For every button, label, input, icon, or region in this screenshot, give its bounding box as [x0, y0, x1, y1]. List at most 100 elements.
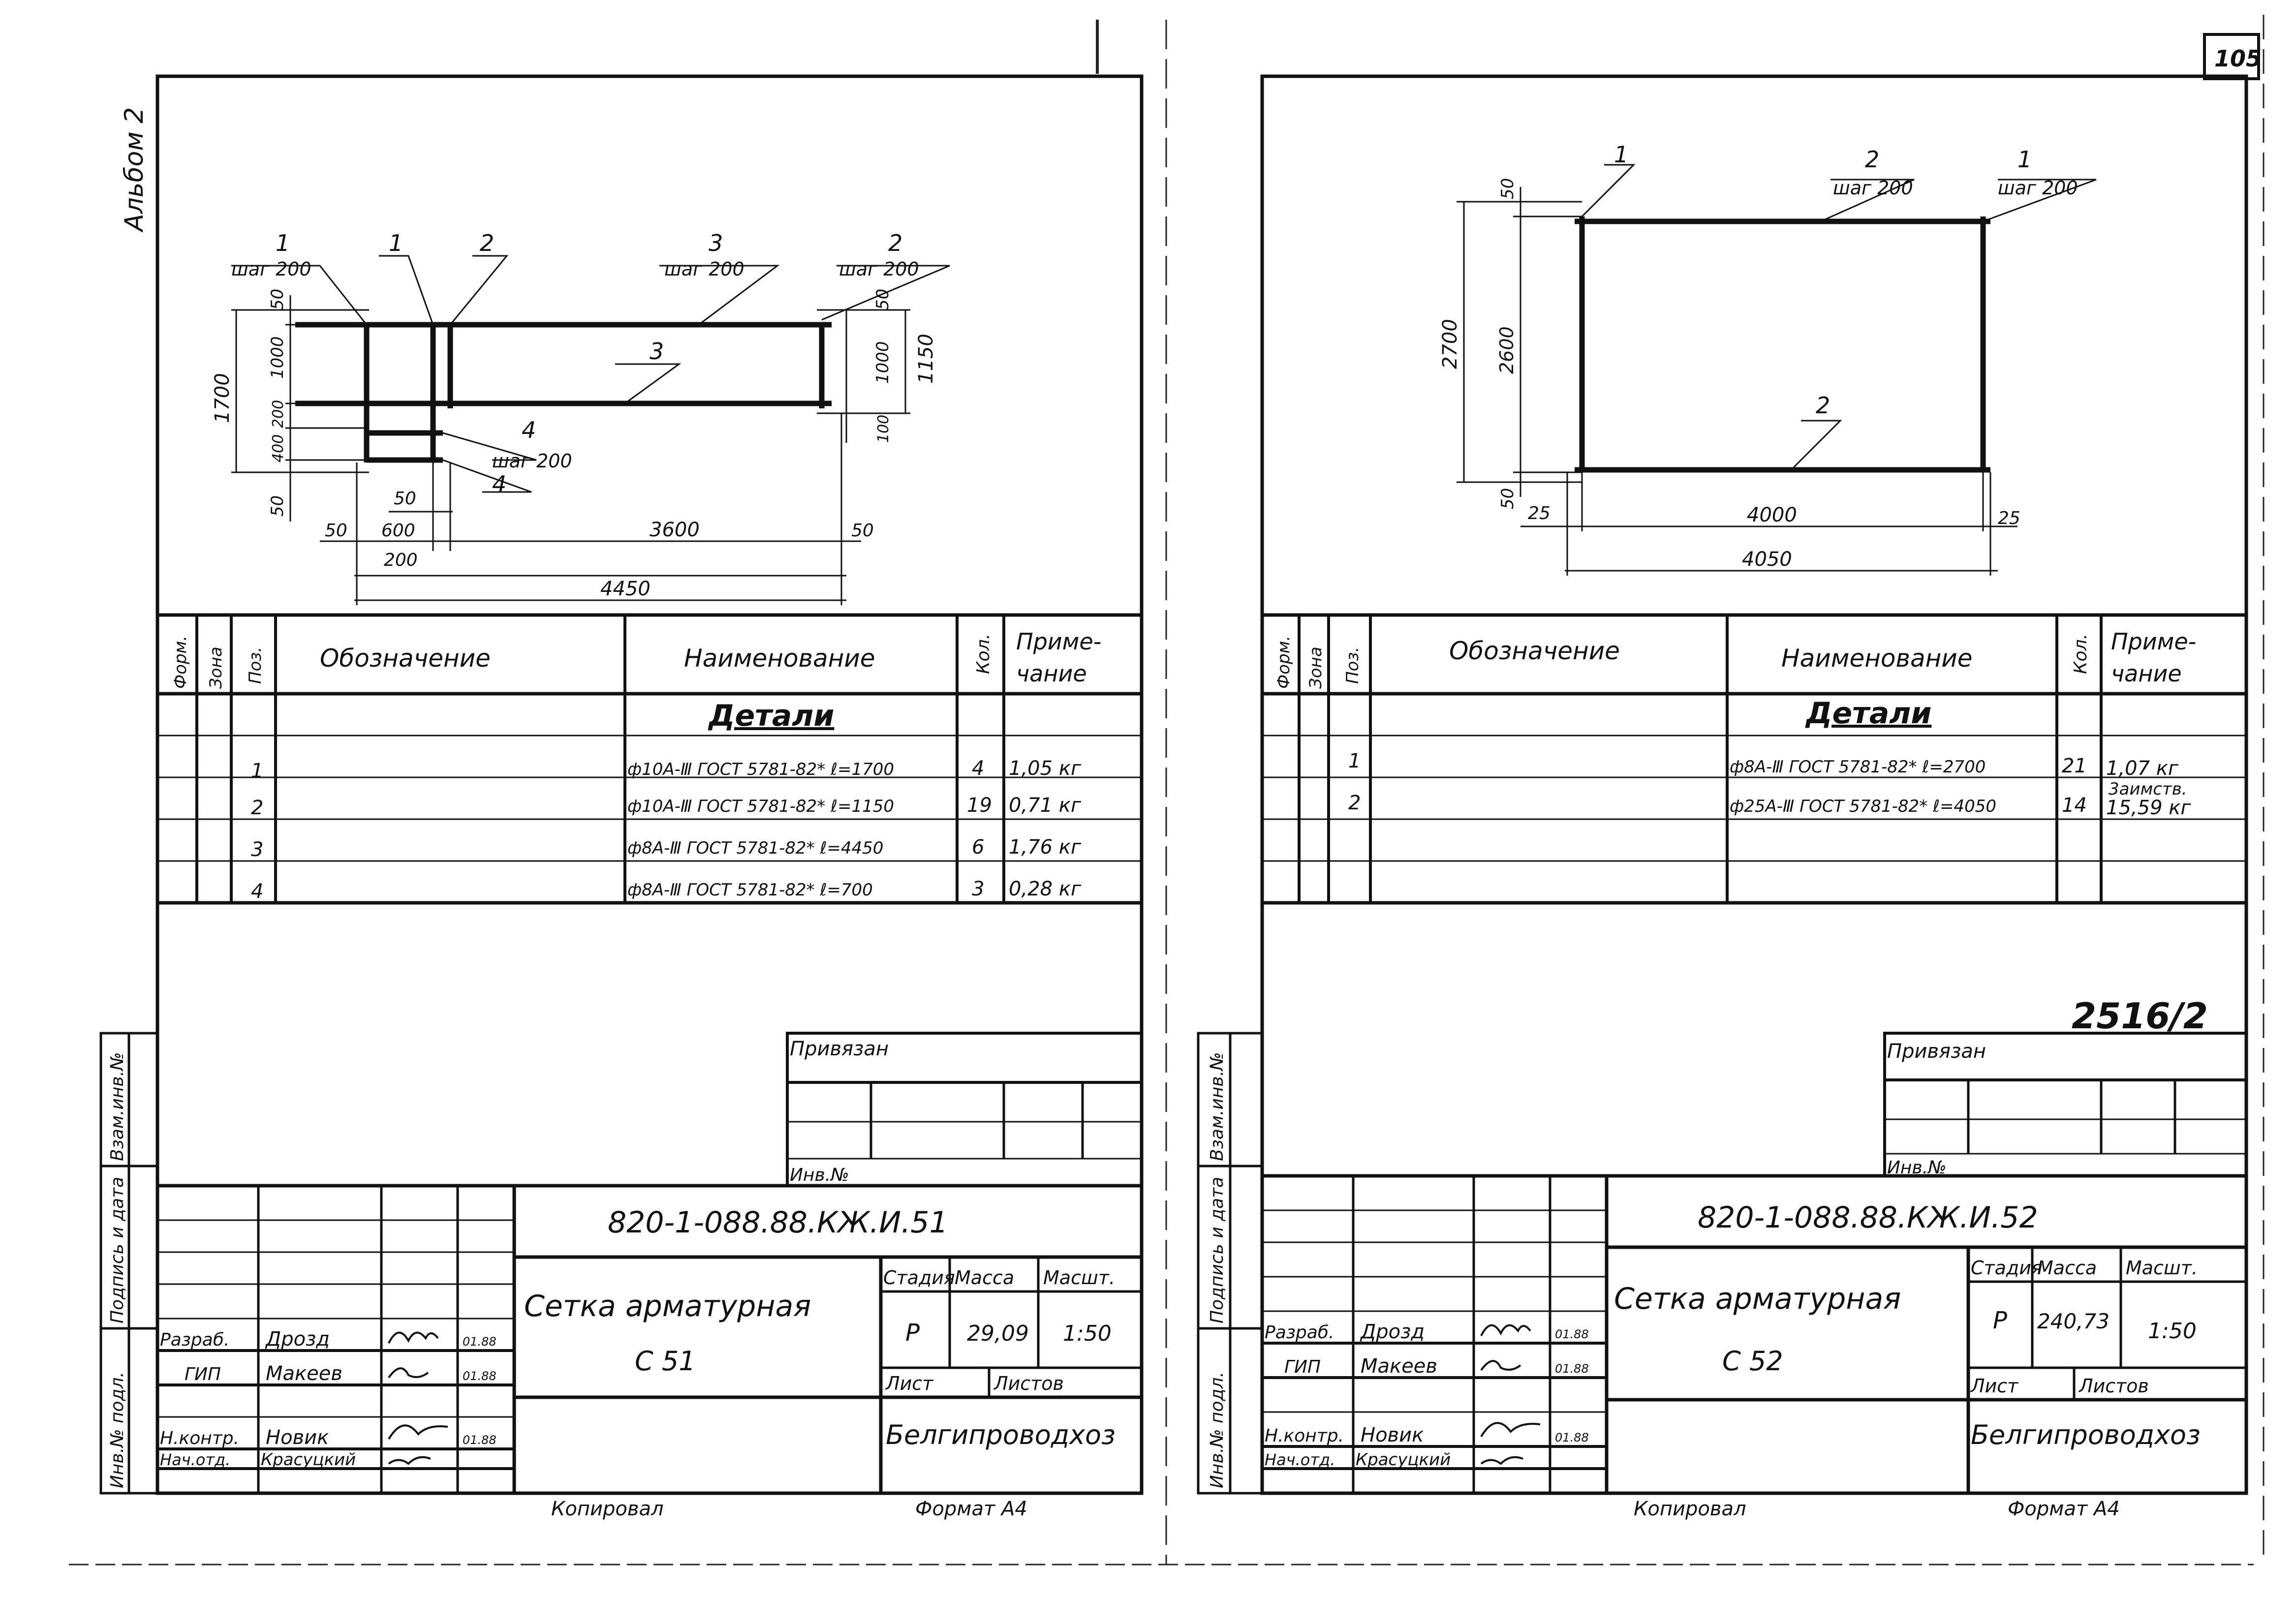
left-row-note: 1,05 кг [1009, 757, 1082, 780]
signature-gip [1480, 1360, 1521, 1371]
right-stamp-inv: Инв.№ подл. [1207, 1372, 1227, 1488]
c51-dim-3600: 3600 [650, 519, 700, 541]
paper-outline [69, 15, 2265, 1566]
c51-shag-1: шаг 200 [231, 258, 311, 280]
right-hdr-format: Форм. [1274, 636, 1294, 689]
right-hdr-pos: Поз. [1343, 647, 1363, 684]
left-hdr-zone: Зона [206, 646, 226, 689]
c52-shag-1: шаг 200 [1998, 177, 2078, 199]
right-scale-label: Масшт. [2126, 1257, 2198, 1279]
signature-razrab [388, 1331, 439, 1344]
right-title-line1: Сетка арматурная [1614, 1282, 1901, 1316]
c51-shag-2: шаг 200 [839, 258, 919, 280]
right-date-3: 01.88 [1555, 1431, 1589, 1444]
right-hdr-note-2: чание [2111, 660, 2182, 687]
left-hdr-designation: Обозначение [320, 644, 491, 673]
right-scale-value: 1:50 [2148, 1319, 2197, 1344]
right-inv-label: Инв.№ [1887, 1158, 1947, 1178]
left-hdr-note-1: Приме- [1016, 628, 1101, 655]
page-number: 105 [2214, 45, 2262, 72]
left-side-stamp [99, 1032, 159, 1495]
right-hdr-qty: Кол. [2071, 634, 2091, 674]
left-drawing-code: 820-1-088.88.КЖ.И.51 [608, 1205, 948, 1240]
right-privyazan-label: Привязан [1887, 1040, 1986, 1063]
right-nachotd-name: Красуцкий [1356, 1450, 1451, 1470]
right-row-note-top: 3аимств. [2109, 779, 2187, 799]
c51-pos2: 2 [480, 230, 494, 256]
right-row-qty: 14 [2062, 794, 2087, 817]
signature-nachotd [1480, 1456, 1523, 1465]
c52-pos2: 2 [1865, 146, 1879, 173]
left-nachotd-label: Нач.отд. [160, 1450, 230, 1469]
right-hdr-zone: Зона [1306, 646, 1326, 689]
right-copied-label: Копировал [1634, 1498, 1746, 1520]
right-hdr-designation: Обозначение [1449, 637, 1620, 665]
left-privyazan-label: Привязан [790, 1038, 889, 1060]
left-scale-label: Масшт. [1043, 1267, 1115, 1289]
right-stage-label: Стадия [1971, 1257, 2043, 1279]
c51-dim-100: 100 [875, 415, 892, 443]
c52-pos1: 1 [1614, 141, 1628, 168]
left-row-qty: 3 [972, 878, 984, 900]
c52-shag-2: шаг 200 [1833, 177, 1913, 199]
left-stage-label: Стадия [883, 1267, 955, 1289]
left-signatures [388, 1331, 448, 1465]
c52-dim-2600: 2600 [1496, 326, 1518, 374]
right-organization: Белгипроводхоз [1971, 1419, 2201, 1450]
left-format-label: Формат А4 [915, 1498, 1027, 1520]
c51-pos1: 1 [276, 230, 290, 256]
c52-dim-4050: 4050 [1742, 548, 1792, 571]
left-section-title: Детали [708, 699, 834, 733]
left-row-pos: 2 [251, 797, 263, 819]
right-row-note: 1,07 кг [2106, 757, 2179, 780]
left-stage-value: Р [905, 1319, 920, 1347]
right-spec-row: 1 ф8А-Ⅲ ГОСТ 5781-82* ℓ=2700 21 1,07 кг [1348, 750, 2179, 780]
c51-dim-50i: 50 [394, 489, 416, 509]
left-hdr-name: Наименование [684, 644, 875, 673]
right-sheets-label: Листов [2078, 1375, 2149, 1397]
c51-dim-600: 600 [381, 521, 415, 541]
signature-nachotd [388, 1456, 431, 1465]
c51-shag-4: шаг 200 [492, 450, 572, 472]
right-section-title: Детали [1805, 696, 1931, 731]
left-spec-row: 4 ф8А-Ⅲ ГОСТ 5781-82* ℓ=700 3 0,28 кг [251, 878, 1082, 903]
left-nkontr-label: Н.контр. [160, 1428, 239, 1448]
left-row-pos: 4 [251, 880, 263, 903]
c51-dim-1150: 1150 [915, 334, 937, 384]
left-scale-value: 1:50 [1063, 1321, 1112, 1346]
left-razrab-name: Дрозд [265, 1328, 330, 1351]
c52-pos1b: 1 [2017, 146, 2032, 173]
left-row-name: ф10А-Ⅲ ГОСТ 5781-82* ℓ=1150 [627, 797, 894, 816]
mesh-c51-drawing: 1 шаг 200 1 2 3 шаг 200 2 шаг 200 3 4 ша… [211, 230, 950, 605]
c51-dim-50a: 50 [268, 289, 287, 310]
right-row-name: ф25А-Ⅲ ГОСТ 5781-82* ℓ=4050 [1730, 797, 1996, 816]
left-row-name: ф10А-Ⅲ ГОСТ 5781-82* ℓ=1700 [627, 760, 894, 779]
left-row-pos: 3 [251, 838, 263, 861]
right-razrab-label: Разраб. [1265, 1322, 1334, 1343]
right-mass-label: Масса [2037, 1257, 2097, 1279]
left-copied-label: Копировал [551, 1498, 664, 1520]
left-spec-row: 1 ф10А-Ⅲ ГОСТ 5781-82* ℓ=1700 4 1,05 кг [251, 757, 1082, 782]
c51-dim-1700: 1700 [211, 373, 234, 423]
right-row-name: ф8А-Ⅲ ГОСТ 5781-82* ℓ=2700 [1730, 757, 1986, 777]
c51-pos1b: 1 [389, 230, 403, 256]
left-stamp-podpis: Подпись и дата [107, 1177, 127, 1323]
c51-dim-50c: 50 [325, 521, 347, 541]
right-stamp-podpis: Подпись и дата [1207, 1177, 1227, 1323]
left-date-3: 01.88 [463, 1433, 496, 1447]
c52-dim-50a: 50 [1498, 178, 1518, 199]
left-hdr-qty: Кол. [973, 634, 993, 674]
right-nkontr-name: Новик [1361, 1424, 1424, 1446]
left-row-pos: 1 [251, 760, 263, 782]
left-razrab-label: Разраб. [160, 1330, 229, 1350]
right-title-line2: С 52 [1722, 1346, 1783, 1377]
left-row-qty: 4 [972, 757, 984, 780]
right-stamp-number: 2516/2 [2072, 995, 2208, 1037]
c51-dim-1000: 1000 [268, 336, 287, 379]
right-side-stamp [1197, 1032, 1264, 1495]
right-mass-value: 240,73 [2037, 1309, 2110, 1333]
right-nachotd-label: Нач.отд. [1265, 1450, 1335, 1469]
left-row-name: ф8А-Ⅲ ГОСТ 5781-82* ℓ=700 [627, 880, 873, 900]
left-sheet-label: Лист [885, 1373, 934, 1394]
